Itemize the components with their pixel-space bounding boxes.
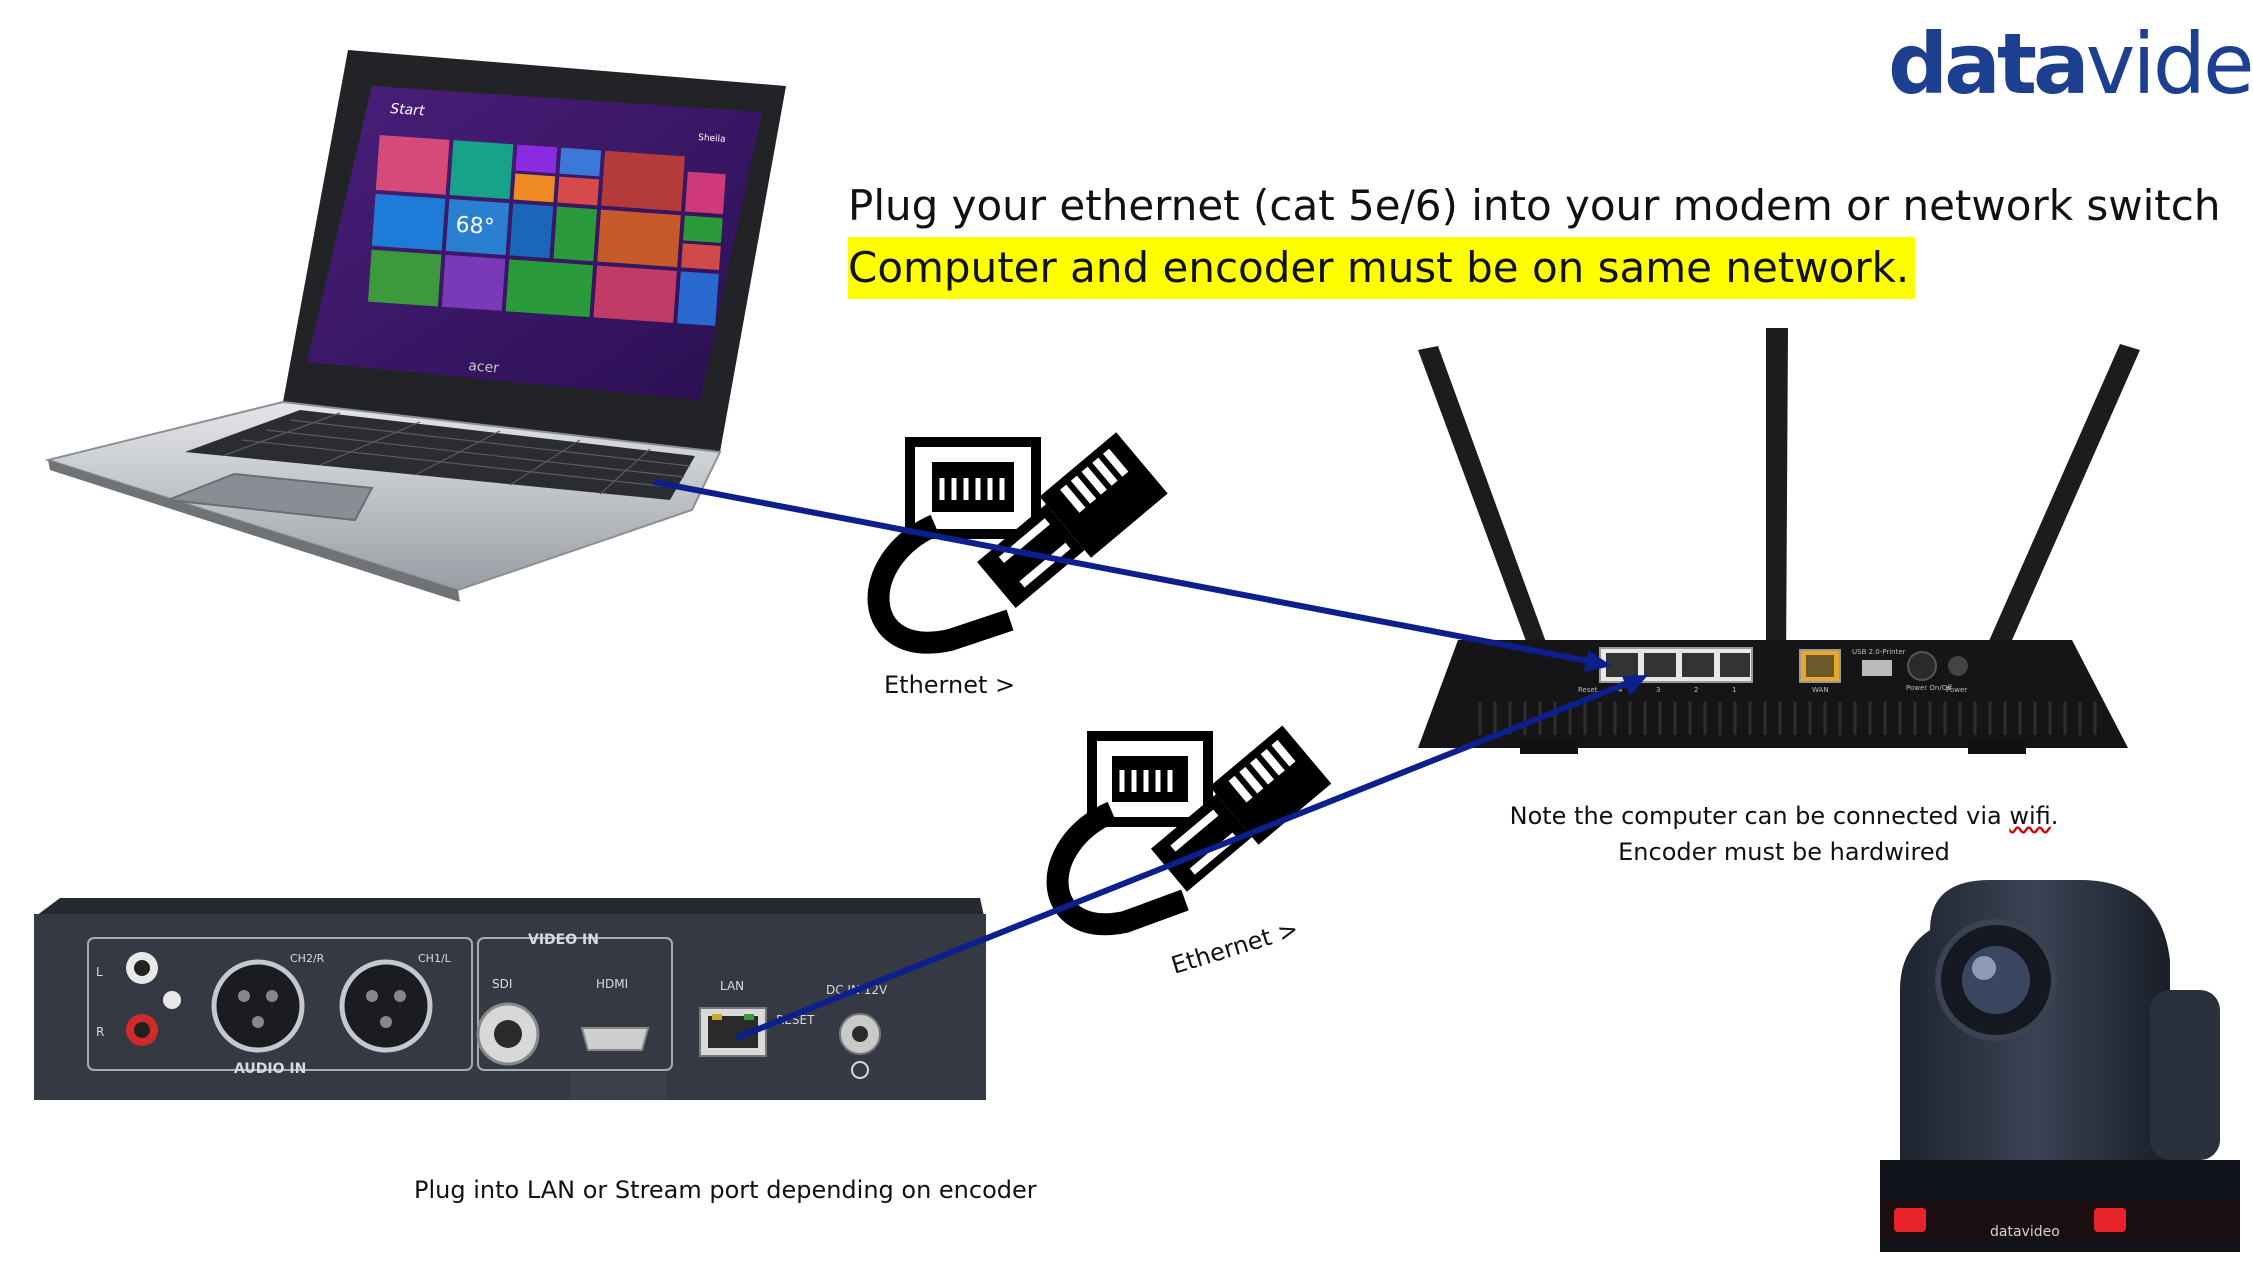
logo-part-video: video (2085, 15, 2253, 113)
laptop-screen-user: Sheila (698, 133, 726, 145)
logo-part-data: data (1888, 15, 2090, 113)
datavideo-logo: datavideo (1888, 22, 2253, 106)
router-lan-port-4 (1606, 653, 1638, 677)
encoder-label-l: L (96, 965, 103, 979)
encoder: AUDIO IN VIDEO IN L R CH2/R CH1/L SDI HD… (34, 898, 986, 1100)
encoder-top-edge (36, 898, 984, 916)
encoder-label-ch1: CH1/L (418, 952, 452, 965)
encoder-label-r: R (96, 1025, 104, 1039)
plug-into-lan-caption: Plug into LAN or Stream port depending o… (414, 1176, 1037, 1204)
laptop-start-tiles: 68° (368, 134, 726, 326)
note-line-1: Note the computer can be connected via w… (1420, 798, 2148, 834)
note-wifi-word: wifi (2009, 802, 2051, 830)
ethernet-cable-loop (867, 514, 1014, 654)
router-antenna-left (1418, 346, 1554, 668)
encoder-video-frame (477, 937, 673, 1071)
router-power-button (1907, 651, 1937, 681)
cable-encoder-to-router (734, 675, 1642, 1041)
encoder-audio-in-label: AUDIO IN (234, 1061, 306, 1077)
encoder-label-lan: LAN (720, 979, 744, 993)
laptop: Start Sheila 68° acer (44, 50, 786, 602)
router-label-usb: USB 2.0-Printer (1852, 648, 1906, 656)
cable-arrowhead-upper (1584, 650, 1612, 672)
cable-laptop-to-router (653, 479, 1605, 667)
camera-brand: datavideo (1990, 1224, 2060, 1240)
router-foot-right (1968, 740, 2026, 754)
encoder-audio-frame (87, 937, 473, 1071)
headline-line-2-highlighted: Computer and encoder must be on same net… (848, 237, 1916, 299)
router-power-jack (1948, 656, 1968, 676)
encoder-bottom-tab (570, 1072, 666, 1100)
encoder-label-hdmi: HDMI (596, 977, 628, 991)
laptop-key-grid (224, 412, 691, 495)
router-antenna-middle (1766, 328, 1788, 668)
router-label-power-switch: Power On/Off (1906, 684, 1952, 692)
camera-tally-left (1894, 1208, 1926, 1232)
laptop-touchpad (167, 472, 374, 522)
cable-arrowhead-lower (1622, 675, 1648, 696)
note-line-1-period: . (2050, 802, 2059, 830)
laptop-keyboard (185, 410, 695, 500)
router: Reset 4 3 2 1 WAN USB 2.0-Printer Power … (1418, 328, 2140, 754)
ethernet-icon-upper (867, 432, 1168, 654)
router-label-port-4: 4 (1618, 686, 1623, 694)
laptop-screen-start-text: Start (390, 101, 426, 119)
laptop-weather-tile: 68° (455, 213, 496, 241)
encoder-xlr-ch2 (211, 959, 305, 1053)
note-line-1-text: Note the computer can be connected via (1509, 802, 2010, 830)
encoder-label-sdi: SDI (492, 977, 512, 991)
router-lan-port-3 (1644, 653, 1676, 677)
router-lan-port-1 (1720, 653, 1750, 677)
router-label-port-3: 3 (1656, 686, 1660, 694)
encoder-hdmi-port (580, 1027, 650, 1051)
note-line-2: Encoder must be hardwired (1618, 838, 1950, 866)
ethernet-cable-loop (1046, 801, 1189, 936)
wifi-note: Note the computer can be connected via w… (1420, 798, 2148, 870)
router-antenna-right (1970, 344, 2140, 690)
router-lan-port-2 (1682, 653, 1714, 677)
router-label-port-2: 2 (1694, 686, 1698, 694)
laptop-brand: acer (468, 358, 500, 377)
encoder-video-in-label: VIDEO IN (528, 932, 599, 948)
router-label-reset: Reset (1578, 686, 1598, 694)
camera-side-arm (2150, 990, 2220, 1160)
router-usb-port (1862, 660, 1892, 676)
router-label-power: Power (1946, 686, 1967, 694)
ethernet-label-upper: Ethernet > (884, 671, 1016, 699)
encoder-label-ch2: CH2/R (290, 952, 325, 965)
ethernet-icon-lower (1046, 725, 1332, 936)
headline: Plug your ethernet (cat 5e/6) into your … (848, 175, 2220, 299)
camera-tally-right (2094, 1208, 2126, 1232)
router-label-wan: WAN (1812, 686, 1829, 694)
encoder-xlr-ch1 (339, 959, 433, 1053)
router-label-port-1: 1 (1732, 686, 1736, 694)
router-foot-left (1520, 740, 1578, 754)
headline-line-1: Plug your ethernet (cat 5e/6) into your … (848, 181, 2221, 230)
ptz-camera: datavideo (1880, 880, 2240, 1252)
laptop-base-edge (48, 460, 460, 602)
